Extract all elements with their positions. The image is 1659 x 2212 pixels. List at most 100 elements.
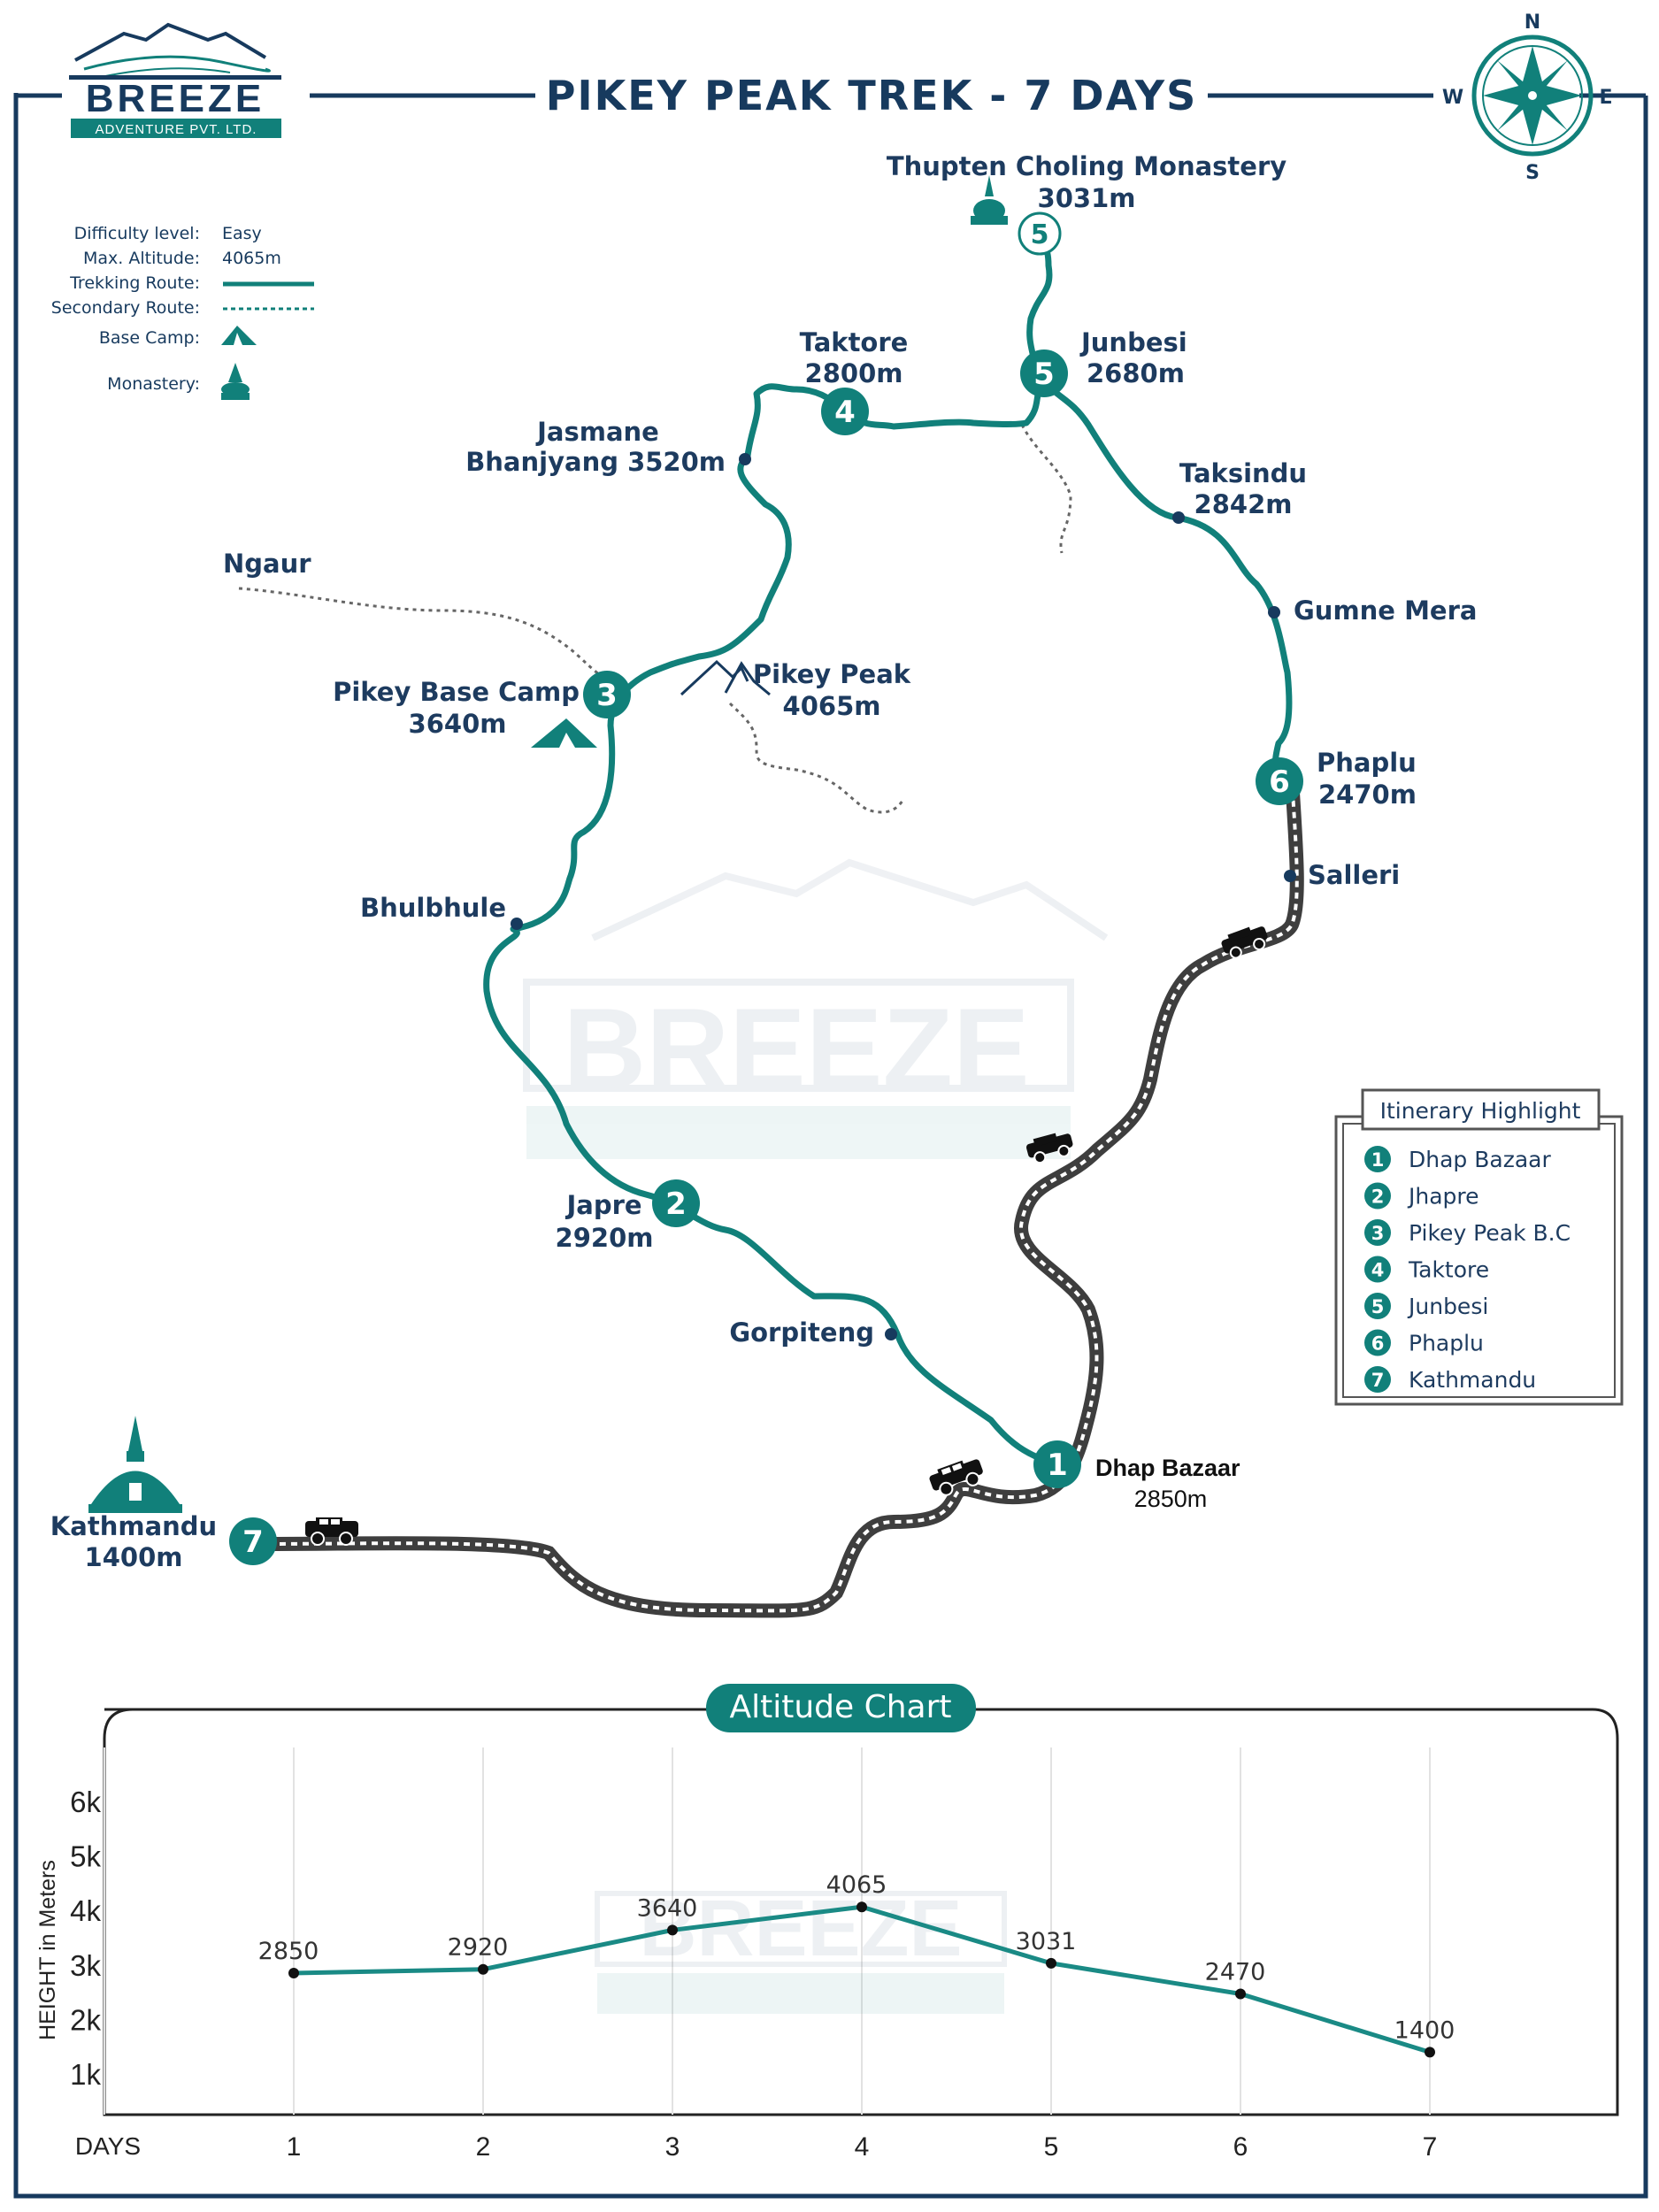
- data-point: [667, 1924, 678, 1936]
- legend-monastery-label: Monastery:: [107, 374, 200, 394]
- compass-s: S: [1525, 162, 1540, 184]
- x-tick-label: 4: [855, 2132, 870, 2162]
- itinerary-item: 2 Jhapre: [1364, 1182, 1479, 1210]
- map-legend: Difficulty level: Easy Max. Altitude: 40…: [51, 224, 314, 400]
- itinerary-item: 3 Pikey Peak B.C: [1364, 1219, 1571, 1246]
- itinerary-label: Jhapre: [1407, 1184, 1479, 1210]
- itinerary-item: 5 Junbesi: [1364, 1293, 1488, 1319]
- taksindu-dot: [1172, 511, 1185, 524]
- tent-icon: [531, 718, 597, 748]
- legend-trekking-label: Trekking Route:: [69, 273, 200, 293]
- y-tick-label: 6k: [70, 1786, 101, 1818]
- x-tick-label: 2: [476, 2132, 491, 2162]
- data-label: 1400: [1394, 2016, 1455, 2044]
- y-tick-label: 5k: [70, 1840, 101, 1873]
- taksindu-alt: 2842m: [1194, 489, 1293, 519]
- japre-name: Japre: [565, 1190, 641, 1220]
- y-tick-label: 2k: [70, 2003, 101, 2036]
- waypoint-dots: [511, 453, 1296, 1340]
- itinerary-number: 2: [1371, 1187, 1385, 1208]
- legend-altitude-value: 4065m: [222, 249, 281, 268]
- itinerary-number: 5: [1371, 1296, 1385, 1317]
- japre-alt: 2920m: [556, 1223, 654, 1253]
- ngaur-route: [238, 587, 611, 683]
- itinerary-number-badge: [1364, 1182, 1391, 1210]
- marker-day-7: 7: [229, 1517, 277, 1565]
- itinerary-label: Kathmandu: [1409, 1367, 1536, 1393]
- data-label: 2920: [448, 1934, 509, 1962]
- trekking-route: [483, 240, 1293, 1468]
- svg-text:7: 7: [242, 1525, 264, 1560]
- taktore-alt: 2800m: [805, 358, 903, 388]
- jeep-icon: [305, 1517, 358, 1546]
- data-point: [478, 1963, 488, 1975]
- breeze-logo: BREEZE ADVENTURE PVT. LTD.: [69, 22, 281, 138]
- itinerary-number-badge: [1364, 1256, 1391, 1283]
- legend-difficulty-label: Difficulty level:: [74, 224, 200, 243]
- itinerary-number: 3: [1371, 1223, 1385, 1244]
- compass-e: E: [1599, 87, 1612, 109]
- itinerary-title: Itinerary Highlight: [1380, 1098, 1581, 1124]
- bhulbhule-dot: [511, 918, 523, 930]
- jeep-icon: [1025, 1133, 1073, 1164]
- chart-frame: [103, 1708, 1619, 2116]
- compass-rose-icon: N S W E: [1442, 12, 1613, 184]
- jasmane-dot: [739, 453, 751, 465]
- jeep-icon: [1221, 926, 1268, 959]
- marker-day-6: 6: [1256, 757, 1303, 805]
- legend-secondary-label: Secondary Route:: [51, 298, 200, 318]
- marker-day-1: 1: [1033, 1440, 1081, 1488]
- itinerary-label: Taktore: [1408, 1257, 1489, 1283]
- thupten-alt: 3031m: [1038, 183, 1136, 213]
- bhulbhule-label: Bhulbhule: [360, 893, 506, 923]
- day-markers: 1 2 3 4 5 6 7 5: [229, 211, 1303, 1565]
- itinerary-number-badge: [1364, 1293, 1391, 1319]
- x-axis-label: DAYS: [75, 2132, 141, 2160]
- marker-monastery-5: 5: [1018, 211, 1062, 256]
- legend-basecamp-label: Base Camp:: [99, 328, 200, 348]
- itinerary-number-badge: [1364, 1329, 1391, 1356]
- jasmane-name: Jasmane: [535, 417, 659, 447]
- data-label: 4065: [826, 1871, 887, 1899]
- data-label: 3031: [1016, 1928, 1077, 1955]
- itinerary-number-badge: [1364, 1146, 1391, 1172]
- ktm-name: Kathmandu: [50, 1511, 217, 1541]
- pikeybc-alt: 3640m: [409, 709, 507, 739]
- marker-day-2: 2: [652, 1179, 700, 1227]
- itinerary-label: Pikey Peak B.C: [1409, 1220, 1571, 1246]
- itinerary-number: 7: [1371, 1370, 1385, 1391]
- compass-n: N: [1525, 12, 1540, 34]
- jeep-road: [250, 772, 1304, 1618]
- y-tick-label: 4k: [70, 1894, 101, 1927]
- thupten-name: Thupten Choling Monastery: [887, 151, 1286, 181]
- data-point: [1425, 2047, 1435, 2058]
- dhap-alt: 2850m: [1134, 1486, 1208, 1512]
- svg-text:2: 2: [665, 1187, 687, 1222]
- svg-text:4: 4: [834, 395, 856, 430]
- chart-grid: [104, 1747, 1431, 2115]
- data-point: [1235, 1988, 1246, 2000]
- marker-day-4: 4: [821, 388, 869, 435]
- dhap-name: Dhap Bazaar: [1095, 1455, 1240, 1481]
- itinerary-label: Junbesi: [1407, 1294, 1488, 1319]
- x-tick-label: 7: [1423, 2132, 1438, 2162]
- gorpiteng-label: Gorpiteng: [729, 1317, 874, 1348]
- ngaur-label: Ngaur: [223, 549, 311, 579]
- data-point: [288, 1968, 299, 1979]
- chart-title: Altitude Chart: [729, 1689, 951, 1725]
- logo-subtext: ADVENTURE PVT. LTD.: [96, 122, 257, 137]
- svg-text:3: 3: [596, 678, 618, 713]
- secondary-routes: [238, 424, 1072, 814]
- junbesi-alt: 2680m: [1087, 358, 1185, 388]
- pikeypeak-alt: 4065m: [783, 691, 881, 721]
- itinerary-number: 6: [1371, 1333, 1385, 1355]
- svg-text:5: 5: [1031, 219, 1049, 250]
- legend-difficulty-value: Easy: [222, 224, 262, 243]
- x-tick-label: 1: [287, 2132, 302, 2162]
- place-labels: Thupten Choling Monastery 3031m Taktore …: [50, 151, 1478, 1572]
